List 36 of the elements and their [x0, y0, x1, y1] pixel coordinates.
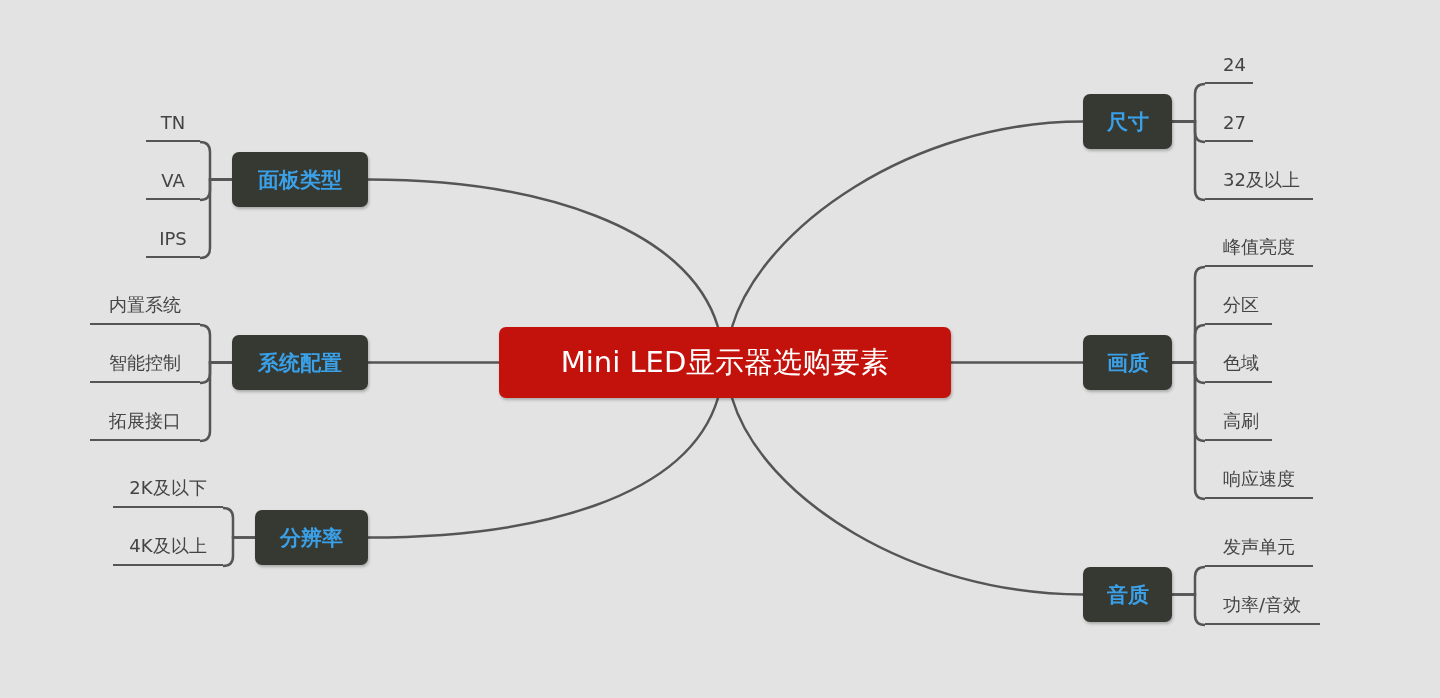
topic-label: 高刷: [1223, 409, 1259, 433]
connector-line: [367, 397, 720, 539]
topic-label: 智能控制: [109, 351, 181, 375]
connector-line: [367, 178, 720, 328]
connector-line: [199, 178, 232, 260]
connector-line: [951, 361, 1083, 364]
connector-line: [1172, 593, 1206, 627]
topic-label: 响应速度: [1223, 467, 1295, 491]
topic-label: 色域: [1223, 351, 1259, 375]
connector-line: [368, 361, 499, 364]
topic-label: 拓展接口: [109, 409, 181, 433]
topic-label: 24: [1223, 53, 1246, 75]
topic-label: 32及以上: [1223, 168, 1300, 192]
topic-label: 内置系统: [109, 293, 181, 317]
topic-label: 峰值亮度: [1223, 235, 1295, 259]
topic-label: IPS: [159, 227, 187, 249]
topic-box: 面板类型: [232, 152, 368, 207]
topic-label: 4K及以上: [129, 534, 207, 558]
topic-label: 27: [1223, 111, 1246, 133]
connector-line: [199, 361, 232, 443]
connector-line: [730, 120, 1084, 328]
topic-box: 尺寸: [1083, 94, 1172, 149]
connector-line: [730, 397, 1084, 596]
central-topic-box: Mini LED显示器选购要素: [499, 327, 951, 398]
topic-box: 音质: [1083, 567, 1172, 622]
topic-label: 发声单元: [1223, 535, 1295, 559]
topic-box: 系统配置: [232, 335, 368, 390]
connector-line: [222, 536, 255, 568]
topic-label: TN: [160, 111, 186, 133]
topic-box: 分辨率: [255, 510, 368, 565]
connector-line: [1172, 120, 1206, 202]
topic-label: VA: [161, 169, 185, 191]
topic-label: 2K及以下: [129, 476, 207, 500]
topic-label: 分区: [1223, 293, 1259, 317]
topic-box: 画质: [1083, 335, 1172, 390]
topic-label: 功率/音效: [1223, 593, 1302, 617]
